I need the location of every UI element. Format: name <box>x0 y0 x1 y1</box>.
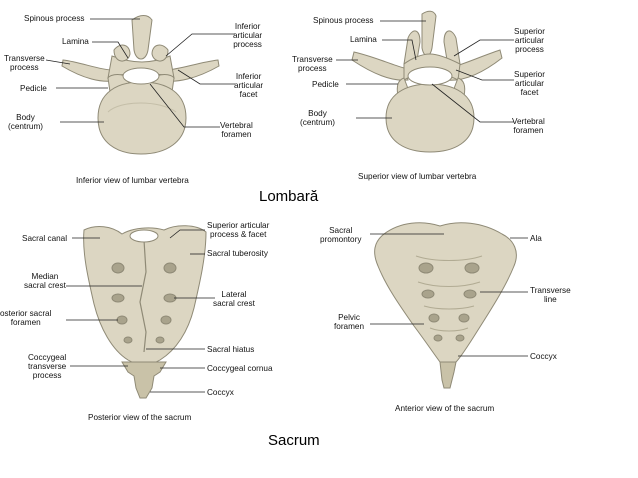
superior-vertebral-foramen <box>407 66 453 86</box>
inferior-label-inferior-articular-process: Inferior articular process <box>233 22 263 49</box>
superior-label-pedicle: Pedicle <box>312 80 339 89</box>
posterior-label-superior-articular-process-facet: Superior articular process & facet <box>207 221 270 239</box>
inferior-vertebra-bone <box>61 15 220 155</box>
superior-label-superior-articular-facet: Superior articular facet <box>514 70 545 97</box>
posterior-sacrum-illustration <box>66 225 215 399</box>
superior-label-transverse-process: Transverse process <box>292 55 333 73</box>
anterior-leader-lines <box>370 233 528 357</box>
anterior-label-transverse-line: Transverse line <box>530 286 571 304</box>
posterior-label-posterior-sacral-foramen: osterior sacral foramen <box>0 309 52 327</box>
anterior-label-ala: Ala <box>530 234 542 243</box>
anterior-pelvic-foramina <box>418 262 480 342</box>
anterior-label-coccyx: Coccyx <box>530 352 557 361</box>
inferior-label-transverse-process: Transverse process <box>4 54 45 72</box>
superior-label-lamina: Lamina <box>350 35 377 44</box>
superior-view-panel: Spinous process Lamina Transverse proces… <box>286 0 586 192</box>
anterior-sacrum-bone <box>374 222 517 363</box>
inferior-label-pedicle: Pedicle <box>20 84 47 93</box>
superior-label-body: Body (centrum) <box>300 109 336 127</box>
posterior-label-sacral-hiatus: Sacral hiatus <box>207 345 255 354</box>
posterior-label-median-sacral-crest: Median sacral crest <box>24 272 66 290</box>
posterior-label-coccyx: Coccyx <box>207 388 234 397</box>
anterior-label-pelvic-foramen: Pelvic foramen <box>334 313 365 331</box>
inferior-vertebral-foramen <box>122 67 160 85</box>
inferior-view-caption: Inferior view of lumbar vertebra <box>76 176 189 185</box>
inferior-label-body: Body (centrum) <box>8 113 44 131</box>
posterior-sacrum-bone <box>83 225 207 365</box>
anterior-sacrum-illustration <box>370 222 528 389</box>
superior-vertebra-illustration <box>336 10 514 153</box>
posterior-coccyx-bone <box>121 361 167 399</box>
anterior-label-sacral-promontory: Sacral promontory <box>320 226 362 244</box>
sacrum-section-title: Sacrum <box>268 432 320 449</box>
inferior-vertebra-illustration <box>45 15 235 155</box>
posterior-sacrum-panel: Sacral canal Median sacral crest osterio… <box>0 212 300 428</box>
superior-label-vertebral-foramen: Vertebral foramen <box>512 117 545 135</box>
posterior-label-sacral-tuberosity: Sacral tuberosity <box>207 249 268 258</box>
inferior-label-lamina: Lamina <box>62 37 89 46</box>
superior-leader-lines <box>336 20 514 123</box>
anterior-sacrum-panel: Sacral promontory Pelvic foramen Ala Tra… <box>310 212 600 428</box>
posterior-sacral-foramina <box>111 262 177 344</box>
lumbar-section-title: Lombară <box>259 188 319 205</box>
anterior-sacrum-caption: Anterior view of the sacrum <box>395 404 495 413</box>
inferior-label-spinous-process: Spinous process <box>24 14 85 23</box>
posterior-sacrum-caption: Posterior view of the sacrum <box>88 413 192 422</box>
posterior-label-coccygeal-transverse-process: Coccygeal transverse process <box>28 353 67 380</box>
posterior-label-sacral-canal: Sacral canal <box>22 234 68 243</box>
posterior-label-coccygeal-cornua: Coccygeal cornua <box>207 364 273 373</box>
superior-view-caption: Superior view of lumbar vertebra <box>358 172 477 181</box>
anterior-coccyx-bone <box>439 361 457 389</box>
inferior-view-panel: Spinous process Lamina Transverse proces… <box>0 0 281 192</box>
posterior-leader-lines <box>66 229 215 393</box>
superior-label-superior-articular-process: Superior articular process <box>514 27 545 54</box>
posterior-label-lateral-sacral-crest: Lateral sacral crest <box>213 290 255 308</box>
inferior-label-inferior-articular-facet: Inferior articular facet <box>234 72 264 99</box>
inferior-leader-lines <box>45 18 235 128</box>
superior-label-spinous-process: Spinous process <box>313 16 374 25</box>
inferior-label-vertebral-foramen: Vertebral foramen <box>220 121 253 139</box>
